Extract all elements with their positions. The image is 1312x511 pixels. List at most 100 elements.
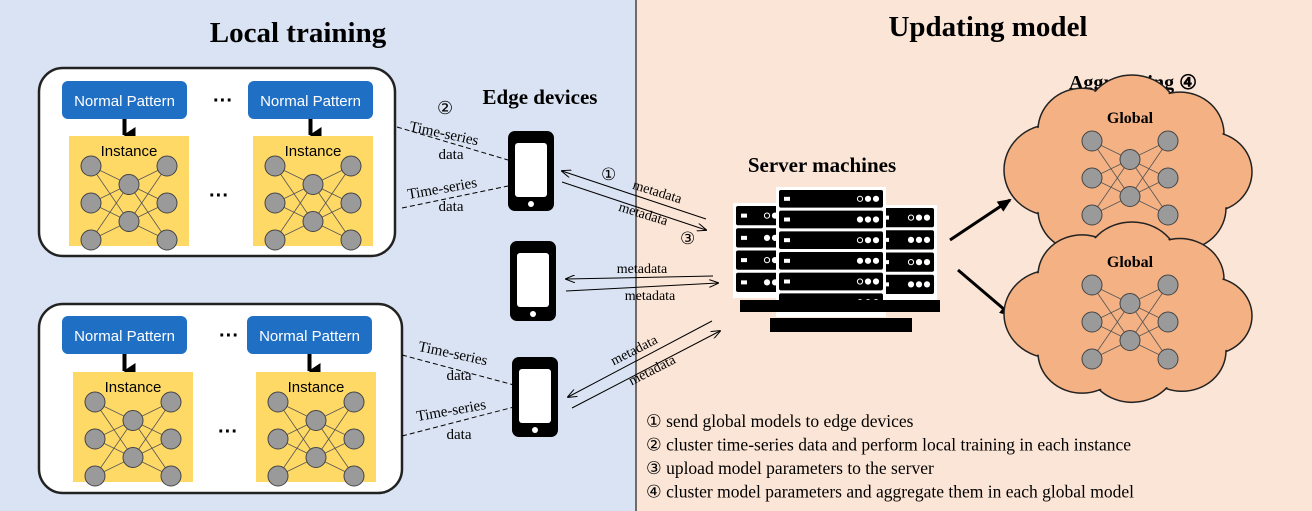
rack-dot: [856, 216, 864, 223]
instance-label: Instance: [285, 143, 342, 160]
metadata-arrow: [561, 181, 706, 230]
rack-dot: [907, 236, 915, 243]
time-series-link: [401, 354, 515, 386]
net-node: [160, 428, 182, 450]
legend-item: ② cluster time-series data and perform l…: [646, 435, 1131, 455]
step-1-marker: ①: [601, 165, 616, 184]
rack-dot: [864, 237, 872, 244]
rack-unit: [878, 208, 934, 228]
net-edge: [90, 184, 130, 241]
rack-led: [741, 280, 747, 285]
phone-screen: [519, 369, 551, 423]
net-edge: [1129, 140, 1169, 197]
rack-dot: [864, 195, 872, 202]
net-edge: [132, 401, 172, 458]
aggregate-arrow: [957, 268, 1014, 318]
rack-unit: [779, 231, 883, 249]
net-node: [1081, 204, 1103, 226]
net-node: [267, 428, 289, 450]
rack-led: [784, 217, 790, 222]
rack-dot: [864, 257, 872, 264]
step-3-marker: ③: [680, 229, 695, 248]
rack-led: [741, 235, 747, 240]
step-2-marker: ②: [437, 98, 453, 118]
net-node: [305, 410, 327, 431]
rack-dot: [915, 259, 923, 266]
global-label: Global: [1107, 110, 1154, 127]
server-base: [740, 300, 940, 312]
normal-pattern-label: Normal Pattern: [74, 328, 175, 345]
net-node: [1119, 186, 1141, 207]
rack-unit: [779, 252, 883, 270]
data-label: data: [447, 427, 472, 443]
net-node: [267, 465, 289, 487]
normal-pattern-box: [62, 316, 187, 354]
net-edge: [94, 420, 134, 477]
rack-dot: [856, 237, 864, 244]
rack-dot: [923, 281, 931, 288]
net-node: [1081, 167, 1103, 189]
phone-button: [532, 427, 538, 433]
phone-screen: [515, 143, 547, 197]
global-label: Global: [1107, 254, 1154, 271]
net-node: [80, 192, 102, 214]
smartphone-icon: [508, 131, 554, 211]
net-node: [340, 155, 362, 177]
aggregate-arrow: [949, 198, 1012, 242]
rack-dot: [915, 214, 923, 221]
normal-pattern-box: [248, 81, 373, 119]
normal-pattern-label: Normal Pattern: [260, 93, 361, 110]
net-node: [264, 192, 286, 214]
instance-label: Instance: [105, 379, 162, 396]
legend-item: ① send global models to edge devices: [646, 411, 914, 431]
net-node: [1119, 330, 1141, 351]
normal-pattern-box: [62, 81, 187, 119]
rack-dot: [864, 216, 872, 223]
global-model-cloud: Global: [1003, 74, 1253, 262]
rack-dot: [763, 257, 771, 264]
net-node: [84, 391, 106, 413]
time-series-link: [396, 126, 509, 161]
data-label: data: [447, 368, 472, 384]
normal-pattern-label: Normal Pattern: [259, 328, 360, 345]
smartphone-icon: [510, 241, 556, 321]
metadata-arrow: [566, 276, 714, 279]
rack-dot: [907, 281, 915, 288]
net-node: [1157, 167, 1179, 189]
net-node: [1157, 204, 1179, 226]
rack-led: [784, 279, 790, 284]
local-training-title: Local training: [210, 17, 387, 49]
rack-unit: [878, 274, 934, 294]
time-series-link: [401, 406, 515, 437]
net-node: [156, 192, 178, 214]
rack-unit: [779, 210, 883, 229]
net-node: [340, 192, 362, 214]
net-node: [1119, 293, 1141, 314]
normal-pattern-label: Normal Pattern: [74, 93, 175, 110]
rack-led: [784, 258, 790, 263]
net-node: [1157, 130, 1179, 152]
net-node: [1081, 348, 1103, 370]
rack-dot: [763, 212, 771, 219]
net-node: [1157, 311, 1179, 333]
net-edge: [274, 184, 314, 241]
server-base: [770, 318, 912, 332]
net-node: [118, 211, 140, 232]
net-edge: [312, 165, 352, 222]
rack-dot: [856, 195, 864, 202]
time-series-link: [401, 185, 509, 209]
net-node: [343, 428, 365, 450]
phone-screen: [517, 253, 549, 307]
rack-dot: [923, 236, 931, 243]
net-node: [340, 229, 362, 251]
server-icon: [733, 187, 940, 332]
net-node: [1119, 149, 1141, 170]
net-edge: [277, 420, 317, 477]
instance-label: Instance: [101, 143, 158, 160]
net-edge: [315, 401, 355, 458]
rack-dot: [872, 257, 880, 264]
net-edge: [1129, 284, 1169, 341]
net-node: [84, 428, 106, 450]
